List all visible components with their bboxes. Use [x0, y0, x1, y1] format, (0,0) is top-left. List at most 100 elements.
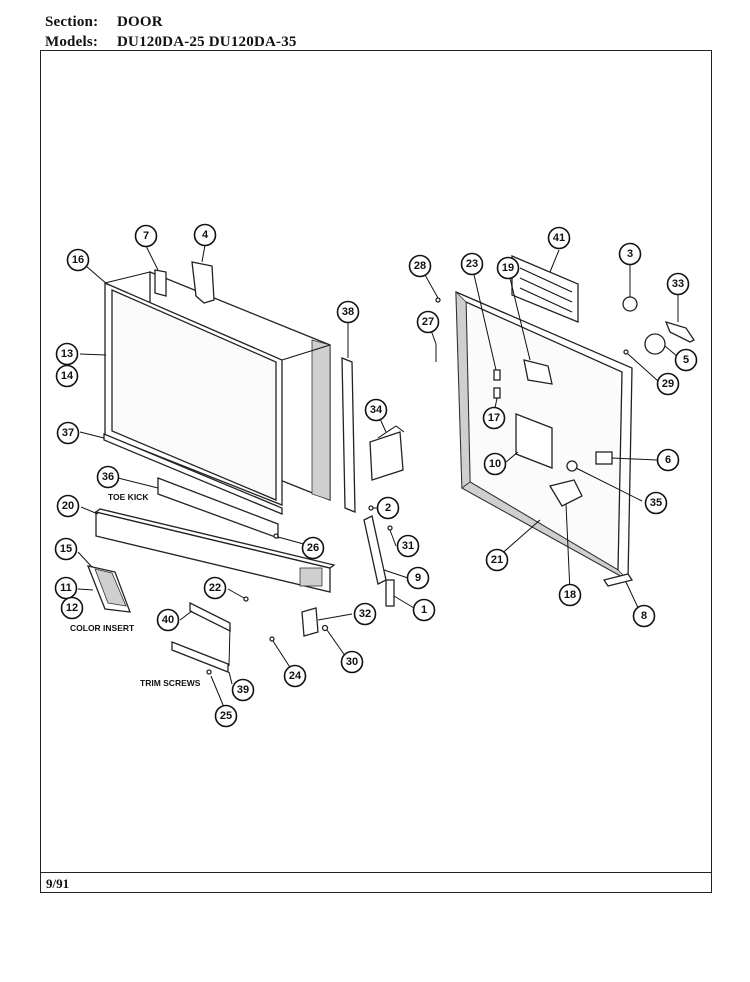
svg-text:12: 12 [66, 602, 78, 614]
svg-text:7: 7 [143, 230, 149, 242]
callout-9: 9 [406, 566, 430, 590]
part-22-screw [243, 596, 249, 602]
trim-screws-label: TRIM SCREWS [140, 678, 201, 688]
part-1-spring [385, 579, 395, 607]
part-4-clip [191, 261, 215, 304]
svg-text:32: 32 [359, 608, 371, 620]
part-6-insert [595, 451, 613, 465]
part-26-vent [299, 567, 323, 587]
callout-12: 12 [60, 596, 84, 620]
toe-kick-label: TOE KICK [108, 492, 149, 502]
part-26-screw [273, 533, 279, 539]
svg-text:11: 11 [60, 582, 72, 594]
part-2-screw [368, 505, 374, 511]
svg-text:3: 3 [627, 248, 633, 260]
part-5-dial [644, 333, 666, 355]
svg-text:10: 10 [489, 458, 501, 470]
svg-text:13: 13 [61, 348, 73, 360]
callout-20: 20 [56, 494, 80, 518]
callout-8: 8 [632, 604, 656, 628]
callout-29: 29 [656, 372, 680, 396]
part-40-trim [189, 601, 231, 633]
svg-text:9: 9 [415, 572, 421, 584]
callout-23: 23 [460, 252, 484, 276]
part-36-toe-kick [157, 477, 279, 539]
callout-18: 18 [558, 583, 582, 607]
svg-text:19: 19 [502, 262, 514, 274]
part-19-latch [523, 359, 553, 385]
callout-33: 33 [666, 272, 690, 296]
part-17-clip [493, 387, 501, 399]
svg-text:35: 35 [650, 497, 662, 509]
part-7-bracket [154, 269, 167, 297]
callout-39: 39 [231, 678, 255, 702]
svg-text:17: 17 [488, 412, 500, 424]
svg-text:33: 33 [672, 278, 684, 290]
part-10-dispenser [515, 413, 553, 469]
part-35-knob [566, 460, 578, 472]
callout-16: 16 [66, 248, 90, 272]
part-3-knob [622, 296, 638, 312]
part-25-screw [206, 669, 212, 675]
part-38-trim-strip [341, 357, 356, 513]
models-value: DU120DA-25 DU120DA-35 [117, 34, 297, 50]
svg-text:29: 29 [662, 378, 674, 390]
svg-text:28: 28 [414, 260, 426, 272]
callout-22: 22 [203, 576, 227, 600]
callout-14: 14 [55, 364, 79, 388]
svg-text:18: 18 [564, 589, 576, 601]
callout-25: 25 [214, 704, 238, 728]
callout-7: 7 [134, 224, 158, 248]
svg-text:24: 24 [289, 670, 302, 682]
section-header: Section: DOOR [45, 14, 163, 31]
diagram-frame [40, 50, 712, 893]
part-24-screw [269, 636, 275, 642]
outer-door-panel [104, 271, 331, 506]
part-31-screw [387, 525, 393, 531]
svg-text:27: 27 [422, 316, 434, 328]
callout-38: 38 [336, 300, 360, 324]
callout-10: 10 [483, 452, 507, 476]
callout-37: 37 [56, 421, 80, 445]
svg-text:34: 34 [370, 404, 383, 416]
svg-text:36: 36 [102, 471, 114, 483]
svg-text:8: 8 [641, 610, 647, 622]
part-28-screw [435, 297, 441, 303]
callout-3: 3 [618, 242, 642, 266]
part-34-wire [377, 425, 405, 439]
callout-41: 41 [547, 226, 571, 250]
part-23-clip [493, 369, 501, 381]
part-33-lever [664, 320, 695, 343]
svg-text:14: 14 [61, 370, 74, 382]
callout-15: 15 [54, 537, 78, 561]
callout-5: 5 [674, 348, 698, 372]
section-label: Section: [45, 14, 99, 30]
callout-26: 26 [301, 536, 325, 560]
section-value: DOOR [117, 14, 163, 30]
part-18-actuator [548, 479, 583, 507]
svg-text:38: 38 [342, 306, 354, 318]
models-label: Models: [45, 34, 99, 50]
part-29-screw [623, 349, 629, 355]
part-11-insert-backing [94, 568, 127, 607]
callout-30: 30 [340, 650, 364, 674]
callout-27: 27 [416, 310, 440, 334]
callout-35: 35 [644, 491, 668, 515]
callout-24: 24 [283, 664, 307, 688]
part-20-top-edge [94, 508, 336, 569]
callout-17: 17 [482, 406, 506, 430]
svg-text:26: 26 [307, 542, 319, 554]
callout-11: 11 [54, 576, 78, 600]
svg-text:40: 40 [162, 614, 174, 626]
part-34-plate [369, 431, 404, 481]
svg-text:30: 30 [346, 656, 358, 668]
callout-13: 13 [55, 342, 79, 366]
svg-text:2: 2 [385, 502, 391, 514]
svg-text:1: 1 [421, 604, 427, 616]
svg-text:16: 16 [72, 254, 84, 266]
part-39-trim [171, 641, 229, 673]
svg-text:15: 15 [60, 543, 72, 555]
revision-date: 9/91 [46, 876, 70, 891]
part-30-screw [321, 624, 329, 632]
